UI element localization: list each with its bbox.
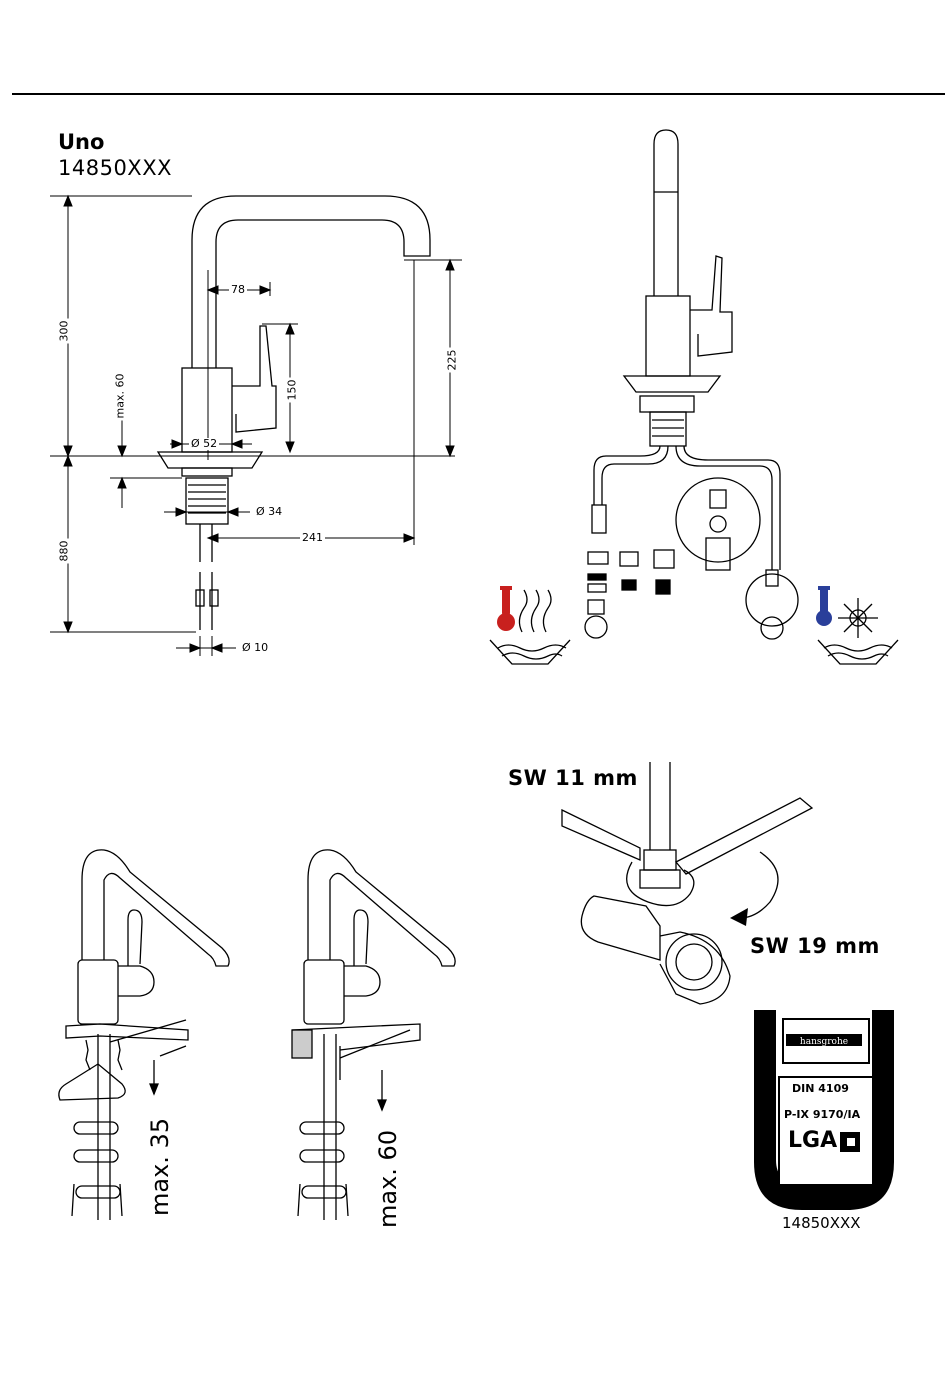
dim-34-label: Ø 34 — [254, 506, 284, 518]
install-max35-label: max. 35 — [146, 1118, 174, 1216]
dim-78-label: 78 — [229, 284, 247, 296]
install-max60-label: max. 60 — [374, 1130, 402, 1228]
certificate-logo: LGA — [788, 1128, 837, 1153]
certificate-code: 14850XXX — [782, 1214, 861, 1232]
product-name: Uno — [58, 130, 104, 154]
dim-225-label: 225 — [447, 348, 459, 373]
dim-241-label: 241 — [300, 532, 325, 544]
header-rule — [12, 93, 945, 95]
dim-10-label: Ø 10 — [240, 642, 270, 654]
dim-880-label: 880 — [59, 539, 71, 564]
certificate-logo-square — [840, 1132, 860, 1152]
product-code: 14850XXX — [58, 156, 172, 180]
dim-52-label: Ø 52 — [189, 438, 219, 450]
certificate-badge: hansgrohe DIN 4109 P-IX 9170/IA LGA — [754, 1010, 894, 1210]
dim-150-label: 150 — [287, 378, 299, 403]
dim-max60-label: max. 60 — [114, 372, 126, 421]
certificate-brand-bar: hansgrohe — [786, 1034, 862, 1046]
certificate-pix: P-IX 9170/IA — [784, 1108, 860, 1121]
wrench-sw11-label: SW 11 mm — [508, 766, 638, 790]
certificate-brand: hansgrohe — [800, 1037, 848, 1047]
wrench-sw19-label: SW 19 mm — [750, 934, 880, 958]
certificate-din: DIN 4109 — [792, 1082, 849, 1095]
dim-300-label: 300 — [59, 319, 71, 344]
